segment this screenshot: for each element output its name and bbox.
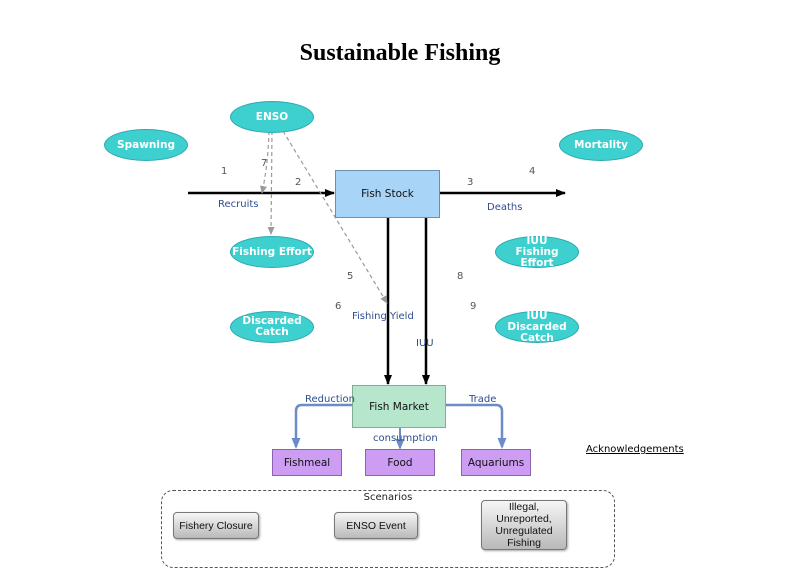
aquariums-label: Aquariums [467, 456, 525, 469]
spawning-label: Spawning [117, 138, 175, 151]
fishmeal-label: Fishmeal [283, 456, 331, 469]
aquariums-node[interactable]: Aquariums [461, 449, 531, 476]
consumption-label: consumption [373, 433, 438, 444]
recruits-label: Recruits [218, 199, 259, 210]
acknowledgements-link[interactable]: Acknowledgements [586, 444, 684, 455]
food-label: Food [387, 456, 413, 469]
illegal-fishing-label: Illegal, Unreported, Unregulated Fishing [495, 501, 553, 549]
discarded-catch-label: Discarded Catch [242, 315, 302, 338]
mortality-node[interactable]: Mortality [559, 129, 643, 161]
fishmeal-node[interactable]: Fishmeal [272, 449, 342, 476]
reduction-flow [291, 403, 352, 449]
enso-node[interactable]: ENSO [230, 101, 314, 133]
scenarios-panel [161, 490, 615, 568]
enso-event-label: ENSO Event [346, 519, 406, 532]
fishing-effort-label: Fishing Effort [232, 245, 312, 258]
trade-flow [446, 403, 507, 449]
flow-number-2: 2 [295, 177, 302, 188]
enso-to-recruits-link [260, 130, 270, 194]
iuu-discarded-catch-node[interactable]: IUU Discarded Catch [495, 309, 579, 344]
fish-stock-label: Fish Stock [361, 188, 414, 200]
iuu-fishing-effort-node[interactable]: IUU Fishing Effort [495, 234, 579, 269]
mortality-label: Mortality [573, 138, 628, 151]
enso-event-button[interactable]: ENSO Event [334, 512, 418, 539]
flow-number-5: 5 [347, 271, 354, 282]
enso-to-fishing-effort-link [267, 130, 275, 235]
fish-market-label: Fish Market [369, 400, 429, 413]
flow-number-6: 6 [335, 301, 342, 312]
iuu-fishing-effort-label: IUU Fishing Effort [515, 234, 559, 269]
food-node[interactable]: Food [365, 449, 435, 476]
flow-number-1: 1 [221, 166, 228, 177]
spawning-node[interactable]: Spawning [104, 129, 188, 161]
fishery-closure-label: Fishery Closure [179, 519, 253, 532]
reduction-label: Reduction [305, 394, 355, 405]
fishing-yield-label: Fishing Yield [352, 311, 414, 322]
flow-number-8: 8 [457, 271, 464, 282]
deaths-label: Deaths [487, 202, 523, 213]
flow-number-9: 9 [470, 301, 477, 312]
discarded-catch-node[interactable]: Discarded Catch [230, 311, 314, 343]
flow-number-3: 3 [467, 177, 474, 188]
illegal-fishing-button[interactable]: Illegal, Unreported, Unregulated Fishing [481, 500, 567, 550]
flow-number-4: 4 [529, 166, 536, 177]
iuu-discarded-catch-label: IUU Discarded Catch [507, 309, 567, 344]
fish-stock-node[interactable]: Fish Stock [335, 170, 440, 218]
iuu-label: IUU [416, 338, 434, 349]
fishery-closure-button[interactable]: Fishery Closure [173, 512, 259, 539]
fish-market-node[interactable]: Fish Market [352, 385, 446, 428]
fishing-effort-node[interactable]: Fishing Effort [230, 236, 314, 268]
diagram-title: Sustainable Fishing [299, 40, 501, 66]
scenarios-title: Scenarios [363, 492, 413, 503]
enso-label: ENSO [255, 110, 289, 123]
trade-label: Trade [469, 394, 497, 405]
flow-number-7: 7 [261, 158, 268, 169]
